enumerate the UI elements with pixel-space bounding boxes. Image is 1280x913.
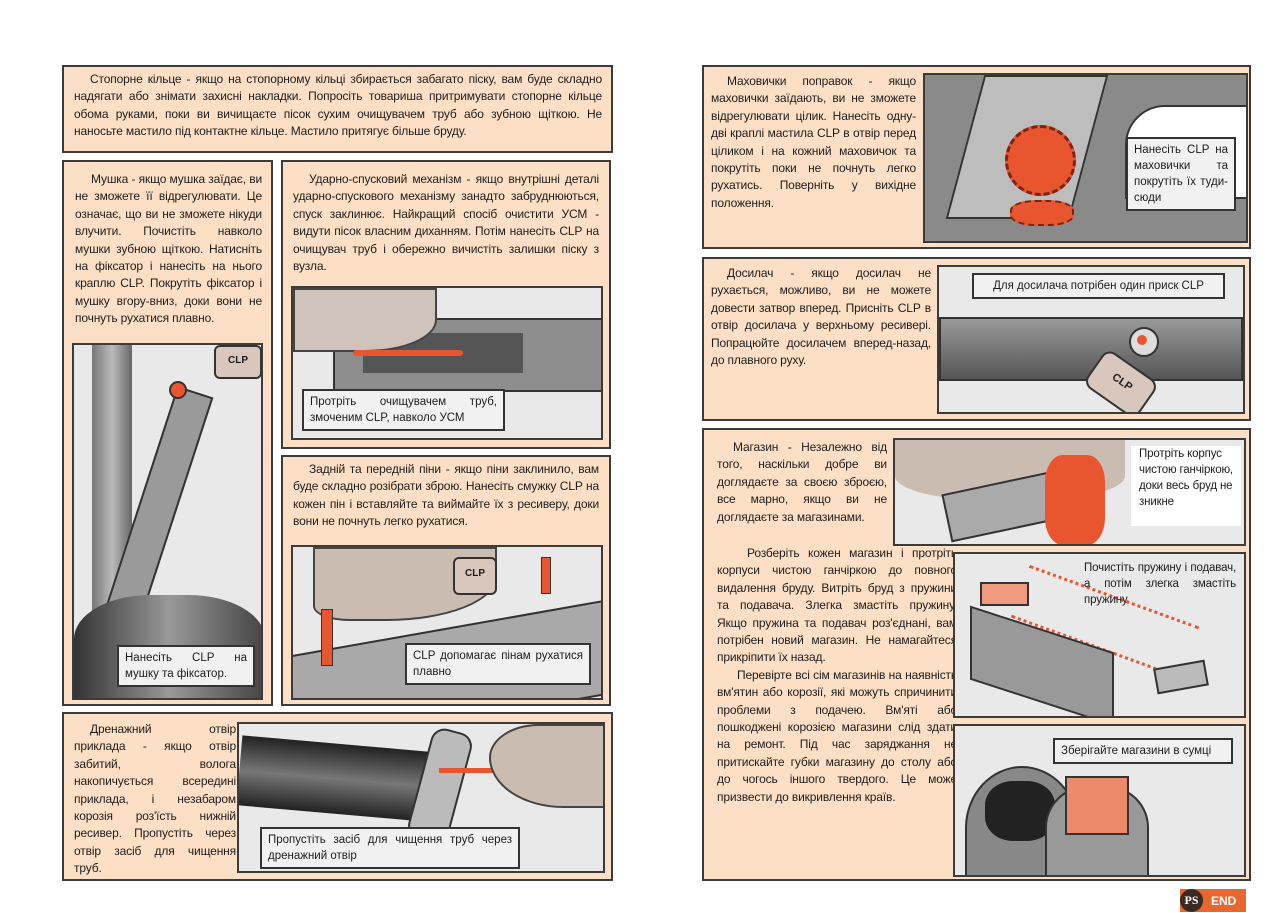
pins-caption: CLP допомагає пінам рухатися плавно [405,643,591,685]
pins-text: Задній та передній піни - якщо піни закл… [293,462,599,529]
magazine-text-2: Розберіть кожен магазин і протріть корпу… [717,546,957,665]
panel-pins: Задній та передній піни - якщо піни закл… [281,455,611,706]
ps-logo: PS [1180,889,1203,912]
front-sight-text: Мушка - якщо мушка заїдає, ви не зможете… [75,172,262,326]
end-label: END [1211,893,1237,908]
panel-forward-assist: Досилач - якщо досилач не рухається, мож… [702,257,1251,421]
magazine-spring-illustration: Почистіть пружину і подавач, а потім зле… [953,552,1246,718]
magazine-text-1: Магазин - Незалежно від того, наскільки … [717,440,887,524]
clp-bottle-icon: CLP [214,345,261,379]
magazine-pouch-illustration: Зберігайте магазини в сумці [953,724,1246,877]
sight-knobs-illustration: Нанесіть CLP на маховички та покрутіть ї… [923,73,1248,243]
sight-knobs-caption: Нанесіть CLP на маховички та покрутіть ї… [1126,137,1236,211]
panel-magazine: Магазин - Незалежно від того, наскільки … [702,428,1251,881]
forward-assist-text: Досилач - якщо досилач не рухається, мож… [711,266,931,368]
magazine-text-3: Перевірте всі сім магазинів на наявність… [717,667,957,804]
panel-trigger: Ударно-спусковий механізм - якщо внутріш… [281,160,611,449]
trigger-text: Ударно-спусковий механізм - якщо внутріш… [293,172,599,274]
forward-assist-illustration: CLP Для досилача потрібен один приск CLP [937,265,1245,414]
panel-sight-knobs: Маховички поправок - якщо маховички заїд… [702,65,1251,249]
panel-front-sight: Мушка - якщо мушка заїдає, ви не зможете… [62,160,273,706]
pins-illustration: CLP CLP допомагає пінам рухатися плавно [291,545,603,700]
magazine-wipe-caption: Протріть корпус чистою ганчіркою, доки в… [1139,448,1233,508]
front-sight-caption: Нанесіть CLP на мушку та фіксатор. [117,645,255,687]
ps-end-logo: PS END [1180,889,1246,912]
magazine-wipe-illustration: Протріть корпус чистою ганчіркою, доки в… [893,438,1246,546]
trigger-caption: Протріть очищувачем труб, змоченим CLP, … [302,389,505,431]
front-sight-illustration: CLP Нанесіть CLP на мушку та фіксатор. [72,343,263,700]
trigger-illustration: Протріть очищувачем труб, змоченим CLP, … [291,286,603,440]
panel-retaining-ring: Стопорне кільце - якщо на стопорному кіл… [62,65,613,153]
magazine-pouch-caption: Зберігайте магазини в сумці [1053,738,1233,764]
forward-assist-caption: Для досилача потрібен один приск CLP [972,273,1225,299]
clp-bottle-icon: CLP [453,557,497,595]
drain-hole-text: Дренажний отвір приклада - якщо отвір за… [74,722,236,876]
drain-hole-caption: Пропустіть засіб для чищення труб через … [260,827,520,869]
panel-drain-hole: Дренажний отвір приклада - якщо отвір за… [62,712,613,881]
magazine-spring-caption: Почистіть пружину і подавач, а потім зле… [1084,562,1236,606]
drain-hole-illustration: Пропустіть засіб для чищення труб через … [237,722,605,873]
sight-knobs-text: Маховички поправок - якщо маховички заїд… [711,74,916,210]
retaining-ring-text: Стопорне кільце - якщо на стопорному кіл… [74,72,602,139]
